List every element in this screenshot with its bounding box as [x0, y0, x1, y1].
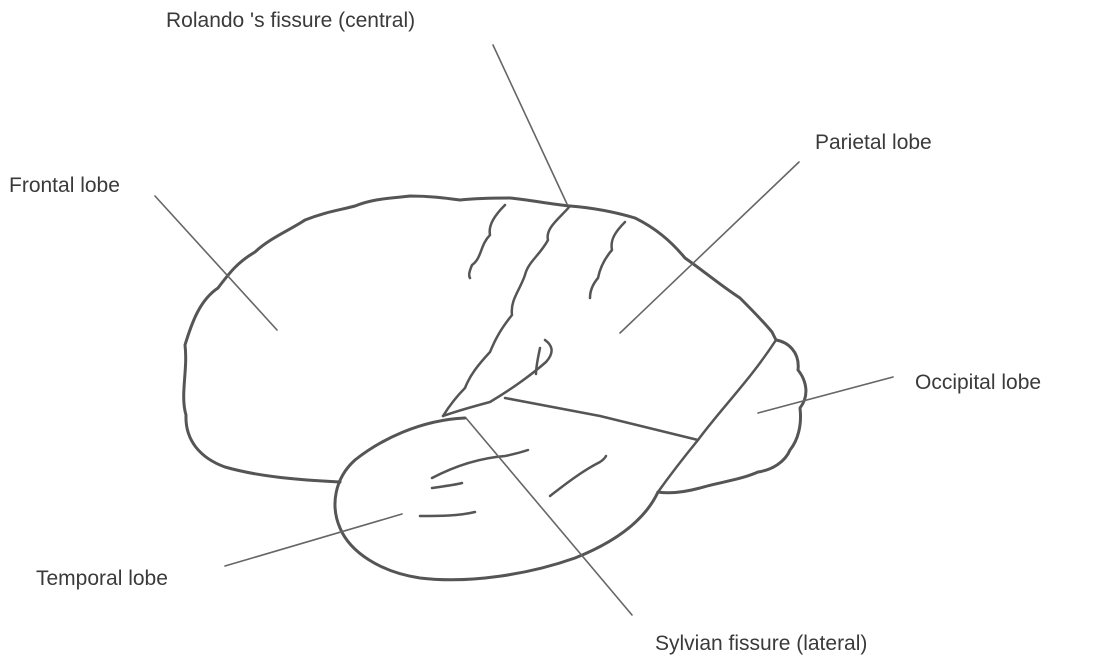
postcentral-sulcus [590, 222, 625, 298]
temporal-sulcus-middle [432, 483, 462, 488]
label-occipital-lobe: Occipital lobe [915, 372, 1041, 393]
leader-temporal [225, 514, 402, 566]
leader-parietal [620, 162, 799, 333]
precentral-sulcus [469, 205, 505, 278]
leader-frontal [155, 196, 277, 330]
label-rolando-fissure: Rolando 's fissure (central) [166, 10, 415, 31]
temporal-sulcus-right [550, 456, 606, 496]
leader-sylvian [466, 418, 632, 615]
leader-rolando [493, 45, 567, 204]
label-temporal-lobe: Temporal lobe [36, 568, 168, 589]
central-sulcus [443, 206, 570, 416]
temporal-sulcus-lower [420, 512, 475, 516]
brain-outline [184, 196, 776, 482]
label-frontal-lobe: Frontal lobe [9, 175, 120, 196]
label-sylvian-fissure: Sylvian fissure (lateral) [655, 633, 867, 654]
temporal-outline [335, 418, 658, 580]
leader-occipital [758, 377, 893, 413]
label-parietal-lobe: Parietal lobe [815, 132, 932, 153]
parieto-occipital-boundary [658, 340, 776, 492]
parietal-temporal-boundary [505, 398, 698, 440]
occipital-outline [658, 340, 806, 493]
